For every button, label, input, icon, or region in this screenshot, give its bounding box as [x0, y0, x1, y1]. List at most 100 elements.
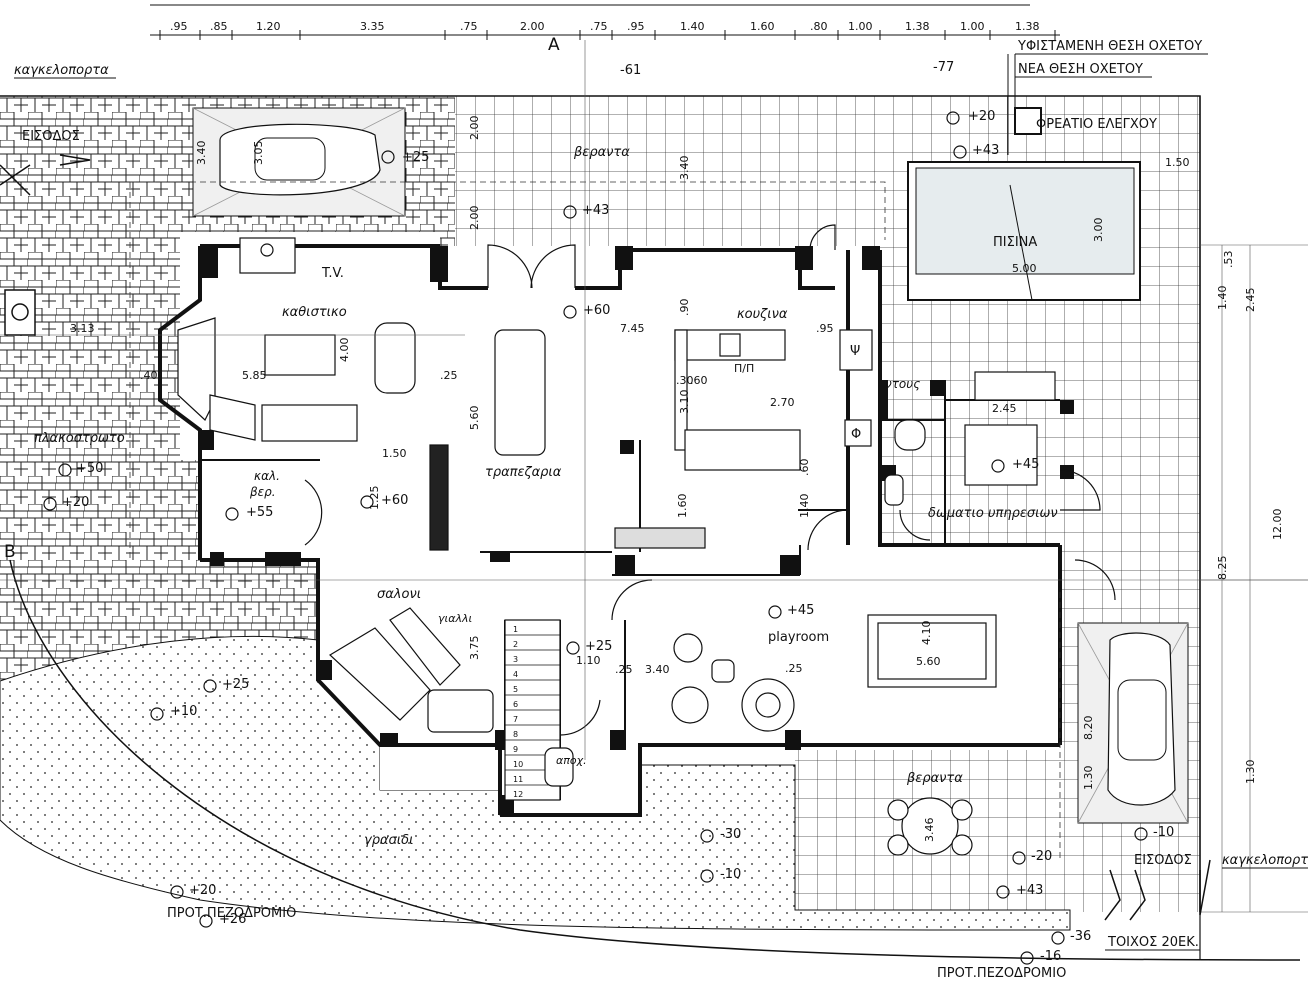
dim-hall: 1.50 [382, 447, 407, 460]
dim-carport-w: 3.40 [195, 141, 208, 166]
gate-right-label: καγκελοπορτα [1222, 853, 1308, 868]
room-playroom-label: playroom [768, 630, 829, 645]
manhole-label: ΦΡΕΑΤΙΟ ΕΛΕΓΧΟΥ [1036, 117, 1157, 132]
level-stairs: +25 [585, 639, 612, 654]
dim-kitchen-e: .30 [676, 374, 694, 387]
stair-step-1: 1 [513, 625, 518, 634]
grass-label: γρασιδι [364, 833, 414, 848]
paving-label: πλακοστρωτο [34, 431, 125, 446]
level-markers [43, 111, 1148, 965]
level-entry-a: -10 [1153, 825, 1174, 840]
dim-dining-h: 5.60 [468, 406, 481, 431]
stair-step-10: 10 [513, 760, 523, 769]
dim-veranda-a: 2.00 [468, 116, 481, 141]
top-dim: 3.35 [360, 20, 385, 33]
stair-step-2: 2 [513, 640, 518, 649]
level-manhole: +20 [968, 109, 995, 124]
dim-kitchen-c: .60 [690, 374, 708, 387]
dim-pool-l: 5.00 [1012, 262, 1037, 275]
entrance-right-label: ΕΙΣΟΔΟΣ [1134, 853, 1192, 868]
room-salon-label: σαλονι [377, 587, 421, 602]
dim-carport-right: 8.20 [1082, 716, 1095, 741]
dim-playroom-b: .25 [615, 663, 633, 676]
carport-right [1077, 622, 1189, 824]
dim-playroom-a: 3.40 [645, 663, 670, 676]
level-entry-c: +43 [1016, 883, 1043, 898]
dim-living-gap: .25 [440, 369, 458, 382]
dim-kitchen-d: 3.10 [678, 390, 691, 415]
level-hall: +60 [381, 493, 408, 508]
sidewalk-left-label: ΠΡΟΤ.ΠΕΖΟΔΡΟΜΙΟ [167, 906, 296, 921]
psi-symbol: Ψ [850, 344, 860, 359]
wall-label: ΤΟΙΧΟΣ 20ΕΚ. [1107, 935, 1199, 950]
dim-carport-l: 3.05 [252, 141, 265, 166]
level-kitchen: +60 [583, 303, 610, 318]
room-shower-label: ντους [885, 377, 920, 391]
stair-step-3: 3 [513, 655, 518, 664]
room-kitchen-label: κουζινα [737, 307, 788, 322]
dim-right-d: .53 [1222, 251, 1235, 269]
veranda-bottom-label: βεραντα [906, 771, 963, 786]
pool [907, 161, 1141, 301]
level-grass-b: +10 [170, 704, 197, 719]
room-living-label: καθιστικο [282, 305, 347, 320]
dim-carport-right-b: 1.30 [1082, 766, 1095, 791]
level-street-a: +20 [189, 883, 216, 898]
dim-kitchen-a: .90 [678, 299, 691, 317]
grass-area [0, 635, 1071, 931]
dim-service: 2.45 [992, 402, 1017, 415]
dim-veranda-c: 2.00 [468, 206, 481, 231]
dashed-overhang [129, 181, 1061, 860]
dim-living-h: 4.00 [338, 338, 351, 363]
dim-right-c: 2.45 [1244, 288, 1257, 313]
level-service: +45 [1012, 457, 1039, 472]
closet-label: καλ. [254, 469, 280, 483]
top-dim: .95 [170, 20, 188, 33]
stair-step-4: 4 [513, 670, 518, 679]
existing-drain-label: ΥΦΙΣΤΑΜΕΝΗ ΘΕΣΗ ΟΧΕΤΟΥ [1017, 39, 1202, 54]
dim-kitchen-w: 7.45 [620, 322, 645, 335]
level-road-a: -61 [620, 63, 641, 78]
section-mark-a: A [548, 35, 560, 55]
level-paving-b: +20 [62, 495, 89, 510]
level-street-d: -16 [1040, 949, 1061, 964]
level-garden-b: -10 [720, 867, 741, 882]
top-dim: .85 [210, 20, 228, 33]
phi-symbol: Φ [851, 427, 861, 442]
wall-columns [200, 246, 1074, 815]
level-pool: +43 [972, 143, 999, 158]
stair-step-9: 9 [513, 745, 518, 754]
street-curve [9, 559, 1301, 961]
top-dim: .80 [810, 20, 828, 33]
tv-label: T.V. [321, 266, 344, 281]
top-dim: 1.38 [905, 20, 930, 33]
level-garden-a: -30 [720, 827, 741, 842]
top-dim: 1.20 [256, 20, 281, 33]
level-grass-a: +25 [222, 677, 249, 692]
veranda-top-label: βεραντα [573, 145, 630, 160]
stair-step-11: 11 [513, 775, 523, 784]
level-road-b: -77 [933, 60, 954, 75]
stair-step-8: 8 [513, 730, 518, 739]
pool-label: ΠΙΣΙΝΑ [993, 235, 1037, 250]
dim-bay: .40 [140, 369, 158, 382]
level-paving-a: +50 [76, 461, 103, 476]
fridge-label: Π/Π [734, 362, 754, 375]
top-dim: 2.00 [520, 20, 545, 33]
level-veranda-top: +43 [582, 203, 609, 218]
top-dim: .95 [627, 20, 645, 33]
section-mark-b: B [4, 542, 16, 562]
top-dim: .75 [460, 20, 478, 33]
stair-step-5: 5 [513, 685, 518, 694]
dim-pool-gap: 1.50 [1165, 156, 1190, 169]
top-dimension-line [150, 4, 1060, 40]
dim-hall-h: 1.25 [368, 486, 381, 511]
dim-right-total: 12.00 [1271, 509, 1284, 541]
dim-paving: 3.13 [70, 322, 95, 335]
wc-label: αποχ. [556, 754, 587, 767]
dim-corridor: 1.40 [798, 494, 811, 519]
dim-right-b: 1.40 [1216, 286, 1229, 311]
dim-veranda-b: 3.40 [678, 156, 691, 181]
dim-stairs: 1.10 [576, 654, 601, 667]
level-street-c: -36 [1070, 929, 1091, 944]
